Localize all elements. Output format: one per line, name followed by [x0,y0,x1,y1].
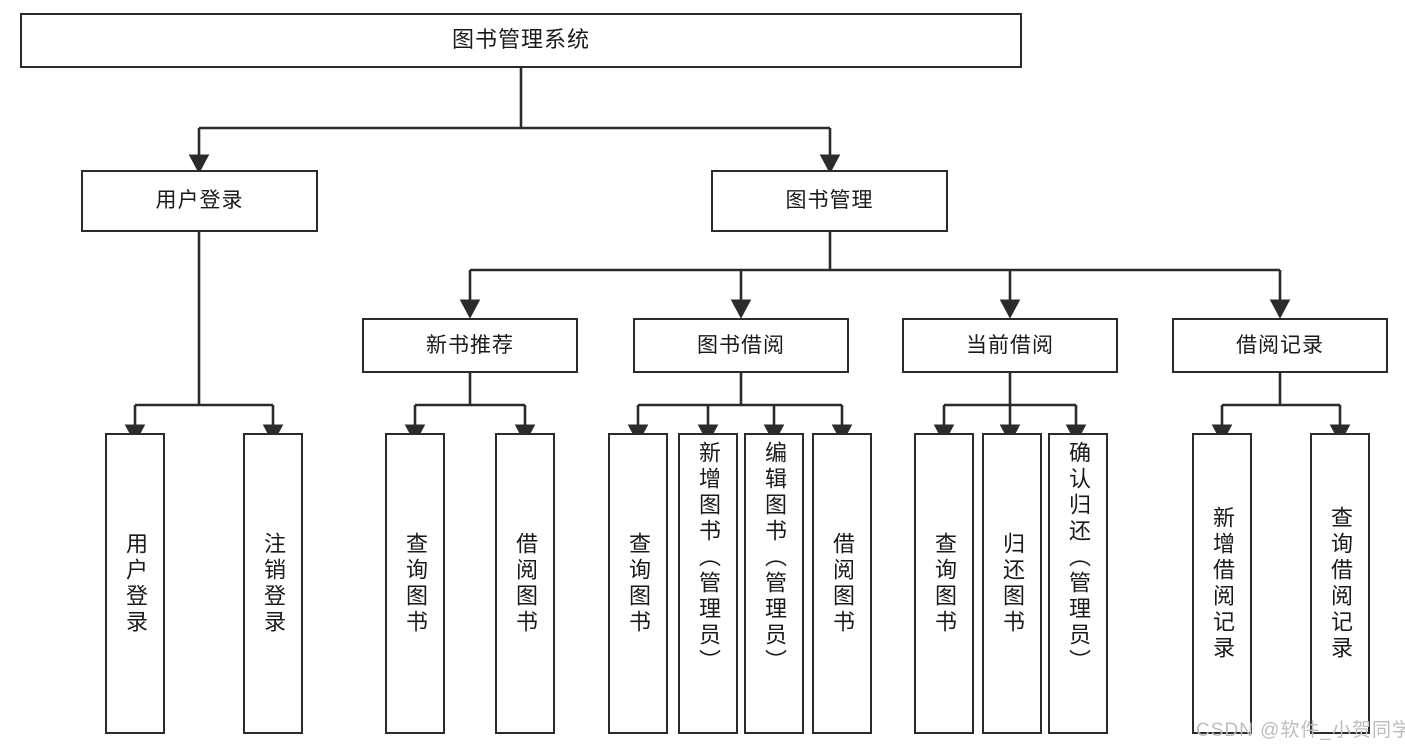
node-label: 图书借阅 [697,333,785,357]
node-leaf-current-query-book[interactable]: 查询图书 [914,433,974,734]
node-group-new-book-recommend[interactable]: 新书推荐 [362,318,578,373]
node-label: 查询借阅记录 [1328,505,1353,662]
node-leaf-record-add-record[interactable]: 新增借阅记录 [1192,433,1252,734]
node-label: 确认归还（管理员） [1066,441,1091,675]
node-branch-book-management[interactable]: 图书管理 [711,170,948,232]
node-leaf-borrow-borrow-book[interactable]: 借阅图书 [812,433,872,734]
node-leaf-record-query-record[interactable]: 查询借阅记录 [1310,433,1370,734]
node-label: 查询图书 [403,531,428,636]
node-label: 新增图书（管理员） [696,441,721,675]
node-label: 借阅图书 [830,531,855,636]
node-leaf-borrow-edit-book-admin[interactable]: 编辑图书（管理员） [744,433,804,734]
node-leaf-borrow-add-book-admin[interactable]: 新增图书（管理员） [678,433,738,734]
node-label: 查询图书 [932,531,957,636]
node-leaf-current-return-book[interactable]: 归还图书 [982,433,1042,734]
node-label: 归还图书 [1000,531,1025,636]
node-label: 用户登录 [155,189,244,213]
node-label: 查询图书 [626,531,651,636]
node-label: 编辑图书（管理员） [762,441,787,675]
node-label: 当前借阅 [966,333,1054,357]
node-label: 图书管理系统 [451,27,590,53]
node-label: 新书推荐 [426,333,514,357]
node-label: 用户登录 [123,531,148,636]
node-leaf-current-confirm-return-admin[interactable]: 确认归还（管理员） [1048,433,1108,734]
node-group-current-borrow[interactable]: 当前借阅 [902,318,1118,373]
csdn-watermark: CSDN @软件_小贺同学 [1196,720,1405,741]
node-leaf-user-logout[interactable]: 注销登录 [243,433,303,734]
node-leaf-borrow-query-book[interactable]: 查询图书 [608,433,668,734]
node-label: 图书管理 [785,189,874,213]
node-label: 新增借阅记录 [1210,505,1235,662]
node-branch-user-login[interactable]: 用户登录 [81,170,318,232]
node-group-borrow-record[interactable]: 借阅记录 [1172,318,1388,373]
node-label: 借阅图书 [513,531,538,636]
node-label: 注销登录 [261,531,286,636]
node-label: 借阅记录 [1236,333,1324,357]
node-leaf-user-login[interactable]: 用户登录 [105,433,165,734]
node-leaf-recommend-borrow-book[interactable]: 借阅图书 [495,433,555,734]
node-root-system[interactable]: 图书管理系统 [20,13,1022,68]
node-leaf-recommend-query-book[interactable]: 查询图书 [385,433,445,734]
node-group-book-borrow[interactable]: 图书借阅 [633,318,849,373]
